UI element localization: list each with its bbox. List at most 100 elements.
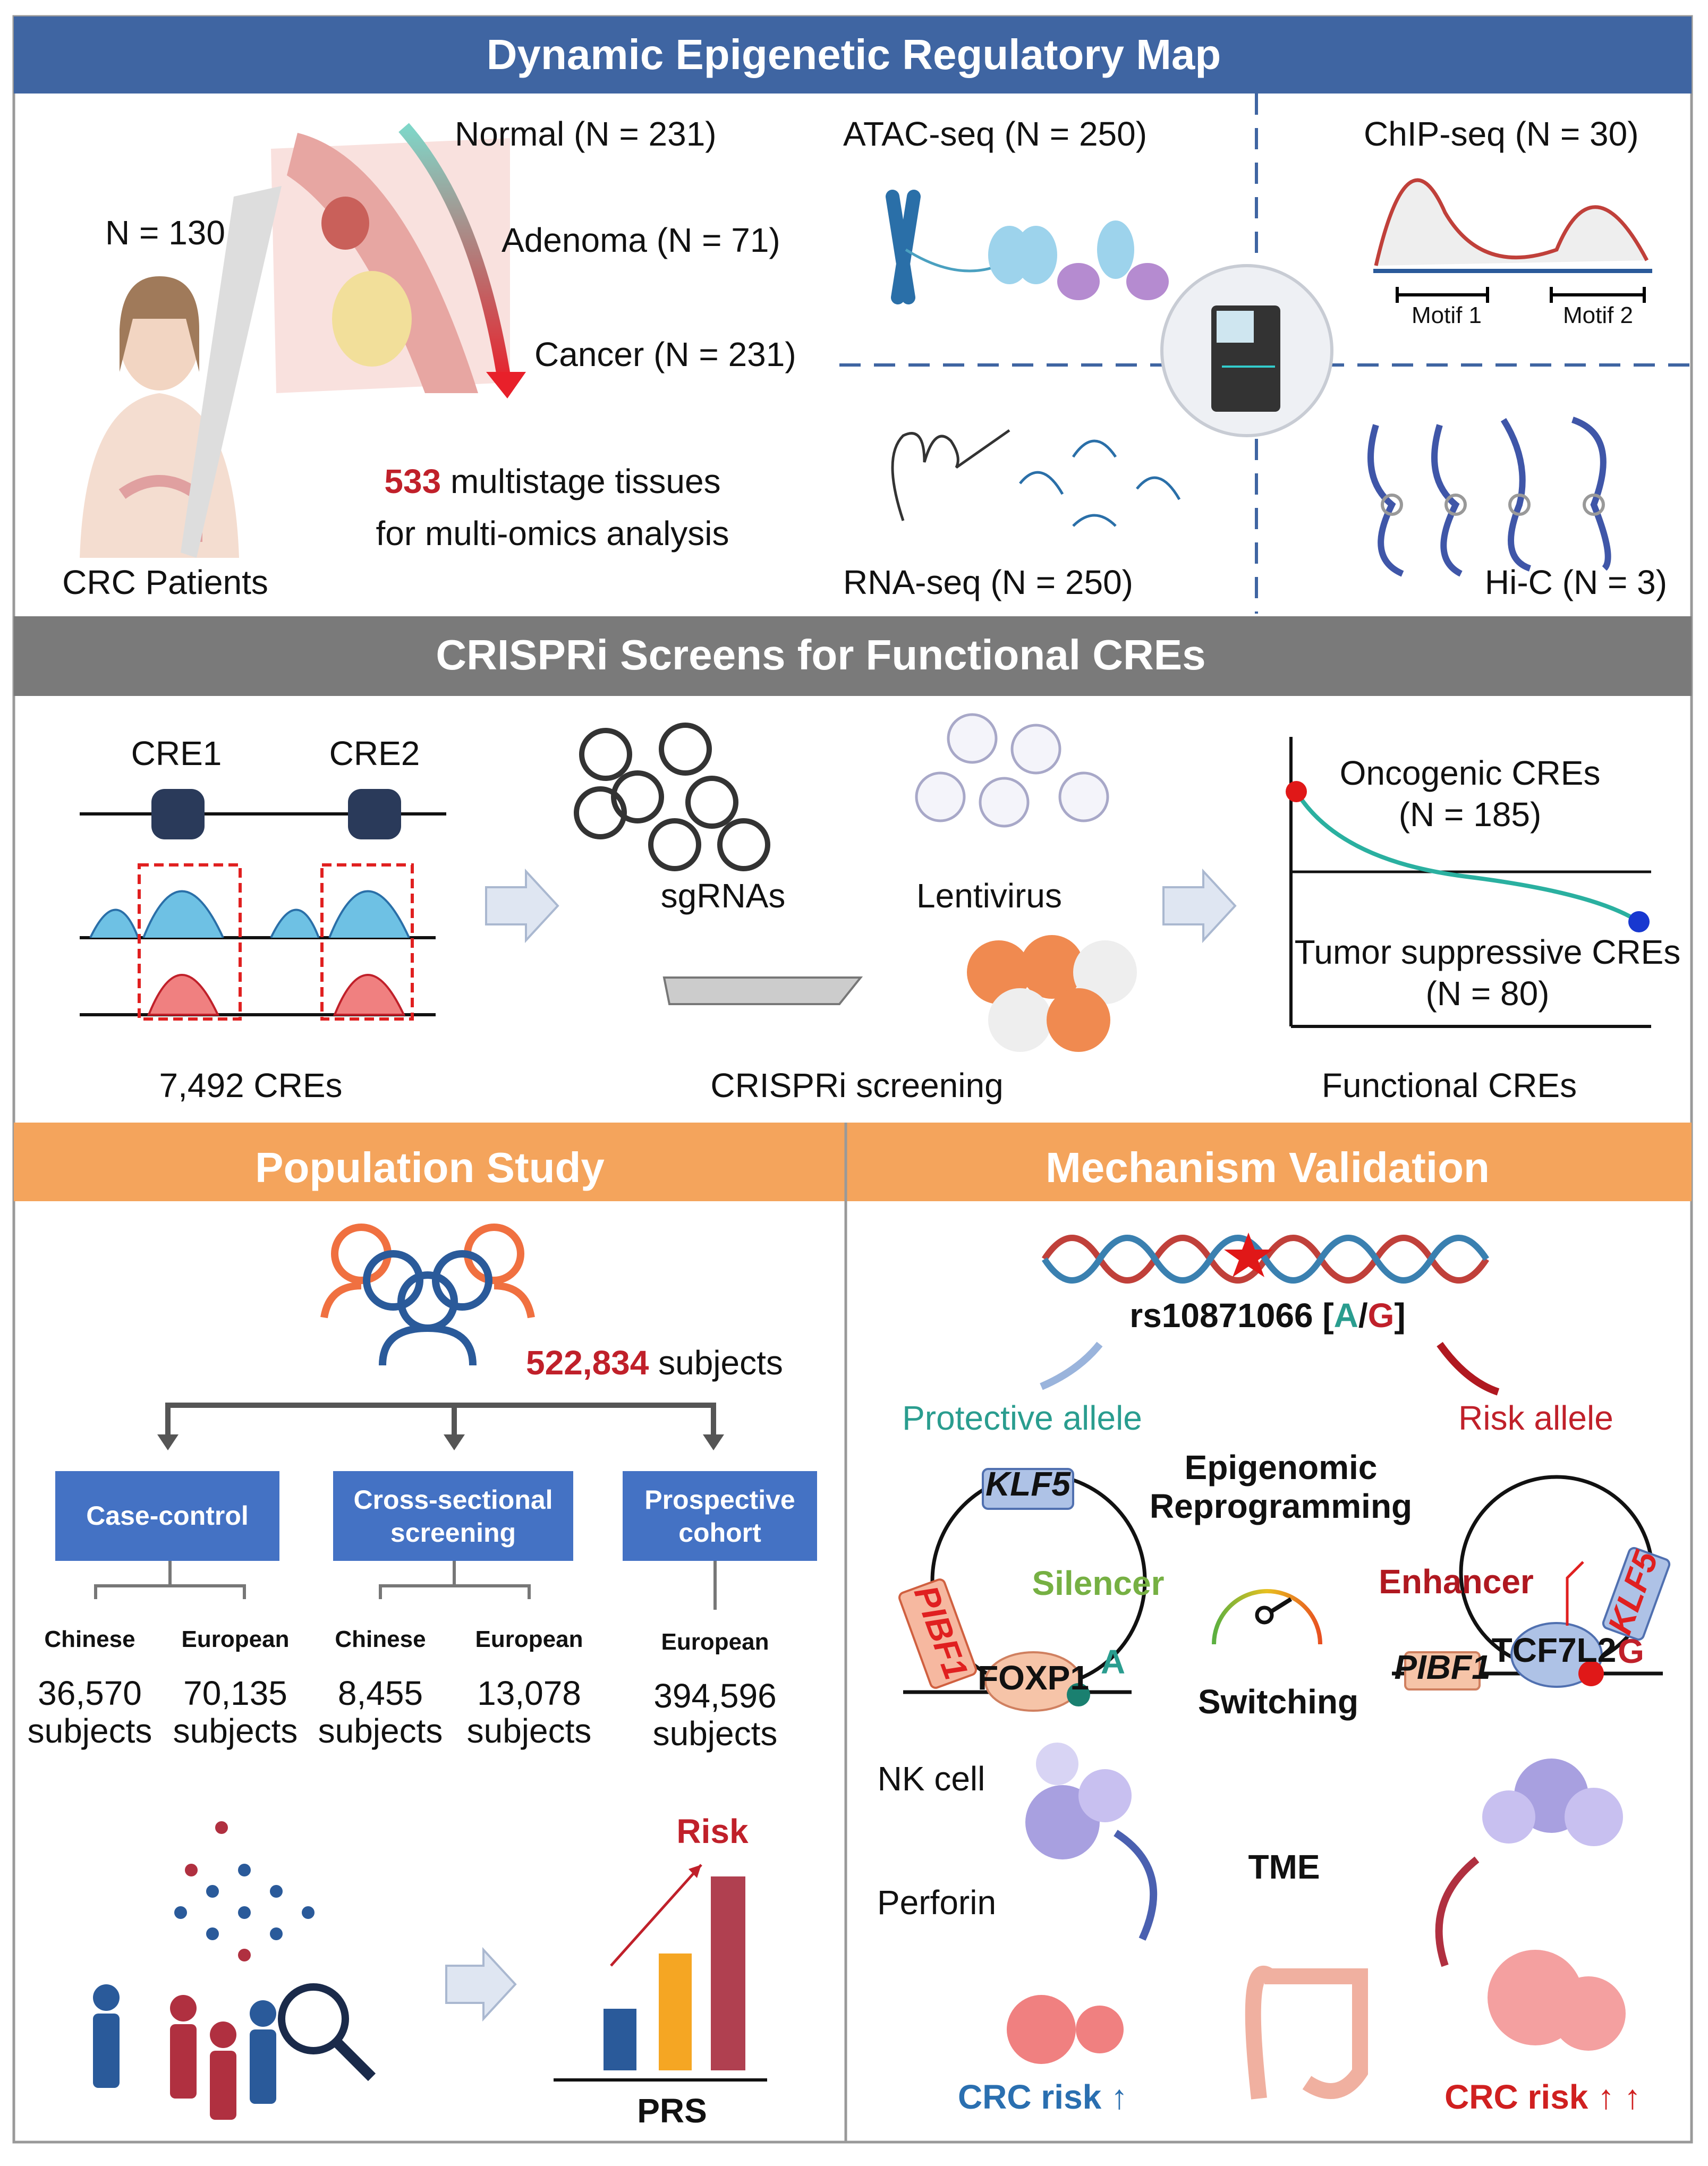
cohort-unit: subjects — [28, 1712, 152, 1750]
subjects-count: 522,834 — [526, 1344, 649, 1382]
flow-arrow-2 — [1162, 868, 1237, 944]
cohort-unit: subjects — [467, 1712, 592, 1750]
epi-line2: Reprogramming — [1150, 1487, 1412, 1525]
nk-cell-label: NK cell — [878, 1760, 985, 1798]
risk-allele-label: Risk allele — [1458, 1399, 1613, 1437]
snp-id: rs10871066 [ — [1129, 1296, 1333, 1335]
study-label: screening — [390, 1518, 516, 1548]
subjects-label: subjects — [649, 1344, 783, 1382]
oncogenic-label: Oncogenic CREs — [1340, 754, 1601, 792]
cohort-pop: European — [182, 1626, 290, 1652]
cohort-list: Chinese 36,570 subjects European 70,135 … — [28, 1626, 778, 1753]
pibf1-right-label: PIBF1 — [1394, 1648, 1490, 1686]
tissues-line1: 533 multistage tissues — [384, 462, 720, 500]
silencer-loop — [898, 1468, 1147, 1712]
cohort-pop: Chinese — [335, 1626, 426, 1652]
risk-arrow — [1437, 1341, 1500, 1396]
flow-arrow-3 — [445, 1947, 517, 2022]
dna-helix-icon — [1041, 1235, 1490, 1284]
screening-label: CRISPRi screening — [710, 1066, 1003, 1105]
progression-arrow — [398, 123, 512, 384]
lentivirus-label: Lentivirus — [916, 877, 1062, 915]
snp-star-icon — [1224, 1233, 1273, 1277]
normal-label: Normal (N = 231) — [455, 115, 717, 153]
patients-n: N = 130 — [105, 214, 225, 252]
risk-label: Risk — [676, 1812, 749, 1850]
cell-cluster — [967, 935, 1137, 1052]
rna-illustration — [891, 429, 1181, 527]
study-label: Prospective — [644, 1485, 795, 1515]
enhancer-loop — [1392, 1475, 1671, 1691]
sequencer-icon — [1160, 264, 1333, 437]
rna-label: RNA-seq (N = 250) — [843, 563, 1133, 601]
section1-title: Dynamic Epigenetic Regulatory Map — [487, 31, 1221, 78]
crc-risk-right: CRC risk ↑ ↑ — [1444, 2078, 1641, 2116]
tissues-count: 533 — [384, 462, 441, 500]
adenoma-label: Adenoma (N = 71) — [502, 221, 780, 259]
chip-label: ChIP-seq (N = 30) — [1364, 115, 1639, 153]
mechanism-title: Mechanism Validation — [1046, 1144, 1490, 1191]
subjects-line: 522,834 subjects — [526, 1344, 783, 1382]
cohort-unit: subjects — [318, 1712, 443, 1750]
cohort-n: 70,135 — [183, 1674, 287, 1712]
flow-arrow — [485, 868, 559, 944]
allele-a: A — [1334, 1296, 1358, 1335]
switch-gauge-icon — [1212, 1589, 1322, 1645]
suppressive-n: (N = 80) — [1426, 974, 1550, 1013]
prospective-box — [623, 1471, 817, 1561]
cohort-n: 36,570 — [38, 1674, 142, 1712]
subtree-lines — [94, 1561, 717, 1610]
klf5-label: KLF5 — [985, 1465, 1071, 1503]
prs-bar-high — [711, 1876, 745, 2070]
patients-label: CRC Patients — [62, 563, 268, 601]
motif1-label: Motif 1 — [1412, 302, 1482, 328]
crc-risk-left: CRC risk ↑ — [958, 2078, 1128, 2116]
cohort-unit: subjects — [653, 1714, 778, 1753]
cohort-n: 8,455 — [338, 1674, 423, 1712]
population-header — [14, 1123, 846, 1201]
screening-plate — [662, 976, 863, 1005]
functional-cre-plot — [1286, 737, 1651, 1028]
prs-bar-mid — [659, 1953, 692, 2070]
mechanism-header — [846, 1123, 1692, 1201]
population-crowd-icon — [93, 1821, 376, 2120]
atac-label: ATAC-seq (N = 250) — [843, 115, 1147, 153]
section2-header — [14, 616, 1692, 696]
snp-end: ] — [1394, 1296, 1405, 1335]
arrow-head — [486, 372, 526, 398]
silencer-label: Silencer — [1032, 1564, 1164, 1602]
chromatin-illustration — [886, 190, 1169, 304]
prs-bar-chart — [554, 1864, 767, 2082]
prs-label: PRS — [637, 2092, 707, 2130]
cross-sectional-box — [333, 1471, 573, 1561]
tissues-line2: for multi-omics analysis — [376, 514, 729, 553]
section2-title: CRISPRi Screens for Functional CREs — [436, 631, 1205, 678]
epi-line1: Epigenomic — [1185, 1448, 1378, 1487]
tme-label: TME — [1248, 1848, 1320, 1886]
sgrna-plasmids — [574, 723, 770, 871]
allele-a-label: A — [1101, 1643, 1125, 1681]
sgrnas-label: sgRNAs — [661, 877, 786, 915]
study-label: Cross-sectional — [353, 1485, 553, 1515]
motif2-label: Motif 2 — [1563, 302, 1633, 328]
cohort-pop: Chinese — [44, 1626, 135, 1652]
tissues-text: multistage tissues — [441, 462, 720, 500]
perforin-label: Perforin — [877, 1883, 996, 1922]
protective-arrow — [1040, 1341, 1103, 1390]
population-title: Population Study — [255, 1144, 605, 1191]
lentivirus-particles — [915, 713, 1109, 828]
cohort-pop: European — [475, 1626, 583, 1652]
cre1-label: CRE1 — [131, 734, 222, 772]
snp-label: rs10871066 [A/G] — [1129, 1296, 1405, 1335]
immune-cells-left — [1007, 1743, 1158, 2064]
functional-label: Functional CREs — [1322, 1066, 1577, 1105]
cres-count: 7,492 CREs — [159, 1066, 342, 1105]
prs-bar-low — [604, 2009, 636, 2070]
cre-tracks — [80, 789, 446, 1021]
chip-peaks — [1373, 178, 1652, 303]
protective-label: Protective allele — [902, 1399, 1142, 1437]
hic-loops — [1367, 417, 1611, 577]
switching-label: Switching — [1198, 1683, 1358, 1721]
foxp1-label: FOXP1 — [978, 1659, 1089, 1697]
